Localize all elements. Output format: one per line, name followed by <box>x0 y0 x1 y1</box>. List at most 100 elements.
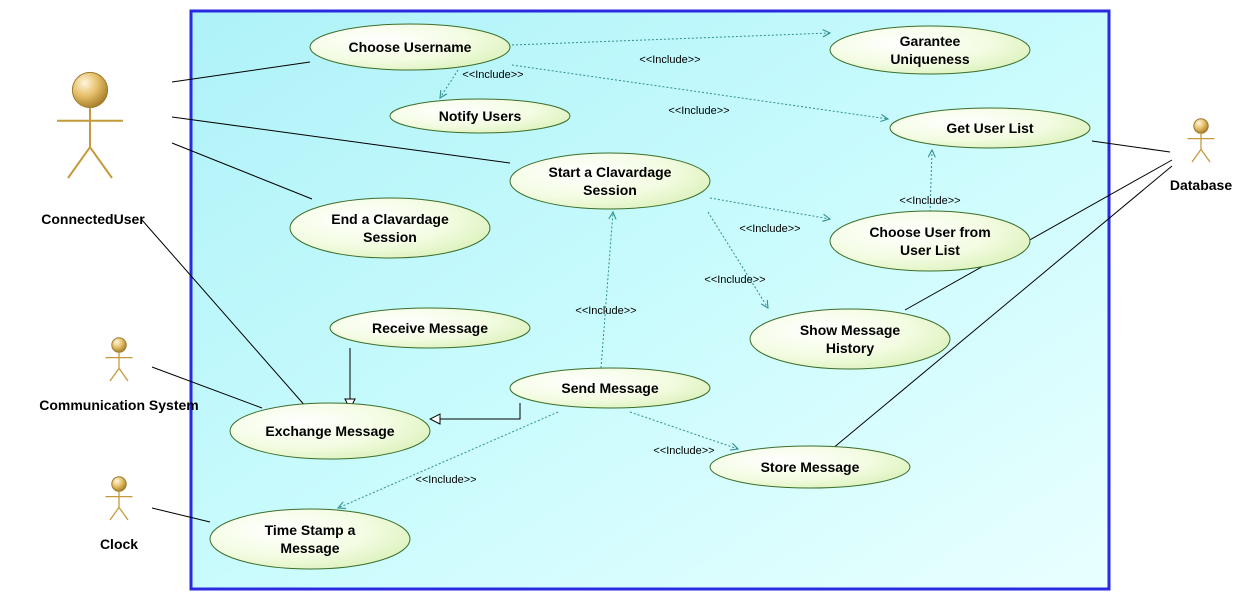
include-choose-username-to-notify-users: <<Include>> <box>440 69 524 98</box>
use-case-send-message[interactable]: Send Message <box>509 367 711 409</box>
use-case-receive-message[interactable]: Receive Message <box>329 307 531 349</box>
actor-head-icon <box>1193 118 1209 134</box>
generalization-send-message-to-exchange-message <box>430 403 521 419</box>
use-case-label: Message <box>280 540 339 556</box>
association-line-connected-user-exchange-message <box>141 219 308 409</box>
use-case-label: Time Stamp a <box>265 522 356 538</box>
use-case-label: Garantee <box>900 33 961 49</box>
include-start-session-to-show-message-history: <<Include>> <box>704 211 768 308</box>
use-case-label: Notify Users <box>439 108 522 124</box>
actor-label: Communication System <box>39 397 198 413</box>
actor-body-icon <box>105 491 133 521</box>
use-case-ellipse <box>329 307 531 349</box>
use-case-label: Show Message <box>800 322 901 338</box>
use-case-get-user-list[interactable]: Get User List <box>889 107 1091 149</box>
actor-body-icon <box>57 107 123 179</box>
include-send-message-to-start-session: <<Include>> <box>575 212 637 369</box>
use-cases: Choose Username GaranteeUniquenessNotify … <box>209 23 1091 570</box>
association-line-clock-time-stamp-message <box>151 507 211 523</box>
include-choose-username-to-garantee-uniqueness: <<Include>> <box>511 33 830 66</box>
use-case-choose-username[interactable]: Choose Username <box>309 23 511 71</box>
association-lines <box>141 61 1173 523</box>
include-label: <<Include>> <box>639 54 700 66</box>
use-case-exchange-message[interactable]: Exchange Message <box>229 402 431 460</box>
include-arrow <box>511 64 888 119</box>
use-case-ellipse <box>309 23 511 71</box>
actor-head-icon <box>71 71 109 109</box>
use-case-time-stamp-message[interactable]: Time Stamp a Message <box>209 508 411 570</box>
use-case-label: Receive Message <box>372 320 488 336</box>
include-label: <<Include>> <box>739 223 800 235</box>
include-label: <<Include>> <box>415 474 476 486</box>
use-case-ellipse <box>709 445 911 489</box>
use-case-label: Get User List <box>946 120 1033 136</box>
include-label: <<Include>> <box>704 274 765 286</box>
use-case-label: Uniqueness <box>890 51 970 67</box>
use-case-label: End a Clavardage <box>331 211 449 227</box>
include-arrow <box>709 197 830 219</box>
use-case-ellipse <box>289 197 491 259</box>
include-arrow <box>707 211 768 308</box>
actor-body-icon <box>105 352 133 382</box>
association-line-database-store-message <box>831 165 1173 450</box>
association-line-connected-user-choose-username <box>171 61 311 83</box>
use-case-ellipse <box>209 508 411 570</box>
use-case-label: Store Message <box>761 459 860 475</box>
use-case-ellipse <box>889 107 1091 149</box>
include-start-session-to-choose-user-from-list: <<Include>> <box>709 197 830 235</box>
use-case-label: History <box>826 340 874 356</box>
actor-label: Database <box>1170 177 1232 193</box>
association-line-communication-system-exchange-message <box>151 366 263 409</box>
use-case-ellipse <box>829 25 1031 75</box>
association-line-database-show-message-history <box>904 159 1173 311</box>
include-send-message-to-store-message: <<Include>> <box>629 411 738 457</box>
actor-clock[interactable]: Clock <box>100 476 138 552</box>
actor-head-icon <box>111 476 127 492</box>
include-arrow <box>629 411 738 449</box>
use-case-ellipse <box>829 210 1031 272</box>
include-arrow <box>440 69 459 98</box>
use-case-label: Session <box>363 229 417 245</box>
use-case-ellipse <box>509 152 711 210</box>
include-label: <<Include>> <box>899 195 960 207</box>
use-case-store-message[interactable]: Store Message <box>709 445 911 489</box>
include-arrow <box>511 33 830 46</box>
include-label: <<Include>> <box>668 105 729 117</box>
actor-database[interactable]: Database <box>1170 118 1232 193</box>
include-arrow <box>338 411 559 508</box>
use-case-label: Choose User from <box>869 224 990 240</box>
include-choose-username-to-get-user-list: <<Include>> <box>511 64 888 119</box>
include-relations: <<Include>> <<Include>> <<Include>> <<Inclu… <box>338 33 961 508</box>
use-case-label: Send Message <box>561 380 658 396</box>
association-line-connected-user-start-session <box>171 116 511 164</box>
use-case-label: Start a Clavardage <box>549 164 672 180</box>
actor-label: ConnectedUser <box>41 211 145 227</box>
system-boundary <box>189 9 1111 591</box>
generalization-relations <box>350 348 521 419</box>
actor-label: Clock <box>100 536 138 552</box>
include-label: <<Include>> <box>575 305 636 317</box>
include-label: <<Include>> <box>653 445 714 457</box>
use-case-notify-users[interactable]: Notify Users <box>389 98 571 134</box>
association-line-connected-user-end-session <box>171 142 313 200</box>
use-case-label: User List <box>900 242 960 258</box>
include-choose-user-from-list-to-get-user-list: <<Include>> <box>899 150 961 213</box>
association-line-database-get-user-list <box>1091 140 1171 153</box>
use-case-label: Session <box>583 182 637 198</box>
use-case-ellipse <box>509 367 711 409</box>
include-send-message-to-time-stamp-message: <<Include>> <box>338 411 559 508</box>
actor-head-icon <box>111 337 127 353</box>
use-case-label: Choose Username <box>349 39 472 55</box>
use-case-label: Exchange Message <box>265 423 394 439</box>
actor-connected-user[interactable]: ConnectedUser <box>41 71 145 227</box>
actor-communication-system[interactable]: Communication System <box>39 337 199 413</box>
actor-body-icon <box>1187 133 1215 163</box>
use-case-ellipse <box>389 98 571 134</box>
use-case-ellipse <box>229 402 431 460</box>
